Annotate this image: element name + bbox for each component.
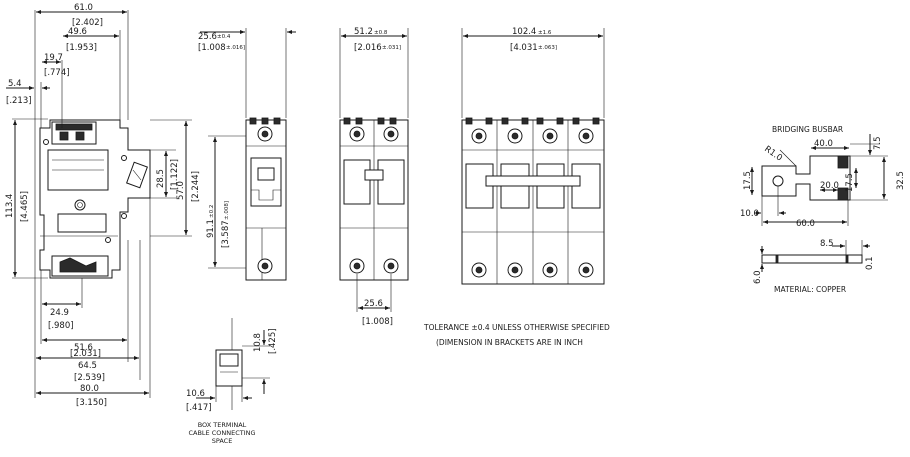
double-width-tol: ±0.8 bbox=[374, 30, 388, 36]
pitch-width-inch: [1.008] bbox=[362, 317, 393, 327]
dim-80: 80.0 bbox=[80, 384, 99, 394]
dim-28: 28.5 bbox=[156, 169, 166, 188]
busbar-material: MATERIAL: COPPER bbox=[774, 285, 846, 294]
dim-19: 19.7 bbox=[44, 53, 63, 63]
bottom-terminal-detail bbox=[59, 257, 97, 273]
busbar-d01: 0.1 bbox=[865, 256, 875, 270]
pitch-width: 25.6 bbox=[364, 299, 383, 309]
dim-19-inch: [.774] bbox=[44, 68, 70, 78]
dim-51-inch: [2.031] bbox=[70, 349, 101, 359]
upper-right-screw-icon bbox=[121, 155, 127, 161]
single-height-inch: [3.587 bbox=[221, 220, 231, 248]
busbar-d20: 20.0 bbox=[820, 181, 839, 191]
busbar-radius: R1.0 bbox=[762, 144, 784, 163]
lower-right-screw-icon bbox=[121, 213, 127, 219]
double-width-inch-tol: ±.031] bbox=[382, 45, 401, 51]
four-pole-view: 102.4 ±1.6 [4.031 ±.063] bbox=[461, 27, 605, 285]
dim-57-inch: [2.244] bbox=[191, 171, 201, 202]
dim-80-inch: [3.150] bbox=[76, 398, 107, 408]
center-screw-icon bbox=[74, 199, 86, 211]
box-caption-line3: SPACE bbox=[212, 437, 233, 445]
lower-screw-icon bbox=[105, 237, 111, 243]
four-pole-bottom-screws bbox=[471, 262, 594, 278]
busbar-side-view bbox=[761, 254, 863, 264]
single-height-inch-tol: ±.008] bbox=[224, 201, 230, 220]
bracket-note: (DIMENSION IN BRACKETS ARE IN INCH bbox=[436, 338, 583, 347]
box-caption-line1: BOX TERMINAL bbox=[198, 421, 247, 429]
dim-24: 24.9 bbox=[50, 308, 69, 318]
box-height: 10.8 bbox=[253, 333, 263, 352]
dim-49: 49.6 bbox=[68, 27, 87, 37]
busbar-insulator-top bbox=[837, 155, 849, 169]
box-height-inch: [.425] bbox=[268, 328, 278, 354]
single-width-inch-tol: ±.016] bbox=[226, 45, 245, 51]
dim-61-inch: [2.402] bbox=[72, 18, 103, 28]
dim-5: 5.4 bbox=[8, 79, 22, 89]
double-width: 51.2 bbox=[354, 27, 373, 37]
busbar-title: BRIDGING BUSBAR bbox=[772, 125, 843, 134]
tolerance-note: TOLERANCE ±0.4 UNLESS OTHERWISE SPECIFIE… bbox=[423, 323, 610, 332]
dim-28-inch: [1.122] bbox=[170, 159, 180, 190]
upper-left-screw-icon bbox=[43, 139, 49, 145]
busbar-hole-icon bbox=[772, 175, 784, 187]
quad-width: 102.4 bbox=[512, 27, 536, 37]
double-pole-view: 51.2 ±0.8 [2.016 ±.031] 25.6 [1.008] bbox=[339, 27, 409, 327]
busbar-d10: 10.0 bbox=[740, 209, 759, 219]
top-terminal-detail bbox=[55, 123, 93, 141]
rating-window bbox=[57, 213, 107, 233]
double-handle-tie bbox=[364, 169, 384, 181]
dim-64-inch: [2.539] bbox=[74, 373, 105, 383]
dim-61: 61.0 bbox=[74, 3, 93, 13]
single-pole-view: 25.6 ±0.4 [1.008 ±.016] 91.1 ±0.2 [3.587… bbox=[198, 28, 296, 281]
dim-113: 113.4 bbox=[5, 194, 15, 218]
quad-width-inch: [4.031 bbox=[510, 43, 538, 53]
single-height-tol: ±0.2 bbox=[209, 205, 215, 218]
box-terminal-detail: 10.8 [.425] 10.6 [.417] BOX TERMINAL CAB… bbox=[186, 318, 278, 445]
busbar-d7: 7.5 bbox=[873, 136, 883, 150]
busbar-insulator-bottom bbox=[837, 187, 849, 201]
bridging-busbar: BRIDGING BUSBAR R1.0 40.0 7.5 17.5 20.0 … bbox=[740, 125, 906, 294]
box-width: 10.6 bbox=[186, 389, 205, 399]
single-width-tol: ±0.4 bbox=[217, 34, 231, 40]
dim-24-inch: [.980] bbox=[48, 321, 74, 331]
single-handle bbox=[250, 157, 282, 207]
single-width-inch: [1.008 bbox=[198, 43, 226, 53]
dim-64: 64.5 bbox=[78, 361, 97, 371]
dim-5-inch: [.213] bbox=[6, 96, 32, 106]
busbar-d32: 32.5 bbox=[896, 171, 906, 190]
four-pole-top-screws bbox=[471, 128, 594, 144]
dim-51: 51.6 bbox=[74, 343, 93, 353]
four-pole-handle-tie bbox=[485, 175, 581, 187]
quad-width-inch-tol: ±.063] bbox=[538, 45, 557, 51]
dim-113-inch: [4.465] bbox=[20, 191, 30, 222]
busbar-d8: 8.5 bbox=[820, 239, 834, 249]
dim-57: 57.0 bbox=[176, 181, 186, 200]
single-width: 25.6 bbox=[198, 32, 217, 42]
double-width-inch: [2.016 bbox=[354, 43, 382, 53]
box-width-inch: [.417] bbox=[186, 403, 212, 413]
box-caption-line2: CABLE CONNECTING bbox=[188, 429, 255, 437]
busbar-d6: 6.0 bbox=[753, 270, 763, 284]
busbar-d60: 60.0 bbox=[796, 219, 815, 229]
dim-49-inch: [1.953] bbox=[66, 43, 97, 53]
busbar-d40: 40.0 bbox=[814, 139, 833, 149]
quad-width-tol: ±1.6 bbox=[538, 30, 552, 36]
busbar-d17a: 17.5 bbox=[743, 171, 753, 190]
front-view: 61.0 [2.402] 49.6 [1.953] 19.7 [.774] 5.… bbox=[5, 3, 201, 408]
busbar-d17b: 17.5 bbox=[845, 173, 855, 192]
single-height: 91.1 bbox=[206, 219, 216, 238]
